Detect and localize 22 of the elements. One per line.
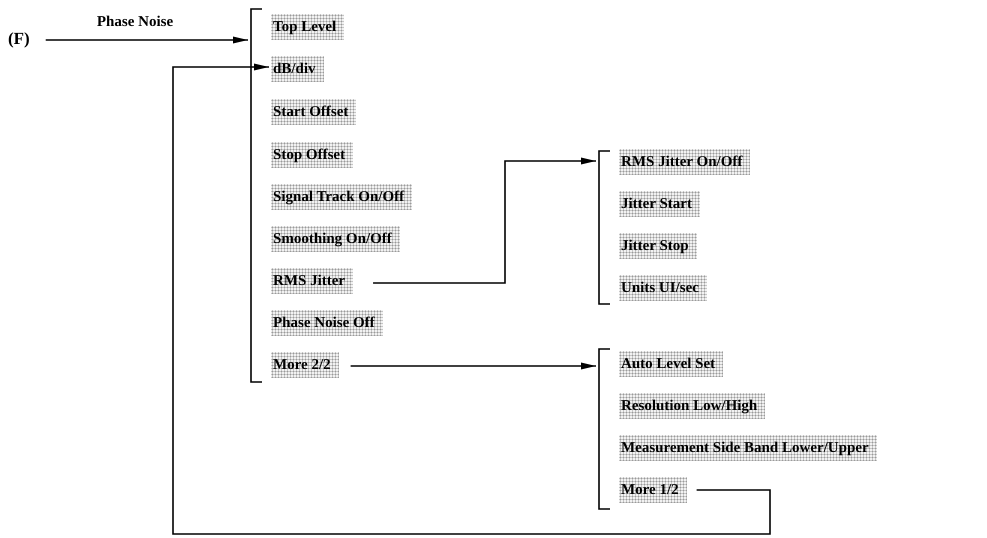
softkey-label: Jitter Stop bbox=[619, 233, 697, 259]
softkey-label: Stop Offset bbox=[271, 142, 354, 168]
softkey-label: Measurement Side Band Lower/Upper bbox=[619, 435, 877, 461]
softkey-label: Smoothing On/Off bbox=[271, 226, 400, 252]
menu-key-label: (F) bbox=[8, 29, 30, 49]
softkey-label: RMS Jitter bbox=[271, 268, 354, 294]
softkey-label: More 2/2 bbox=[271, 352, 339, 378]
arrow bbox=[373, 158, 596, 284]
softkey-label: Resolution Low/High bbox=[619, 393, 766, 419]
arrow bbox=[350, 362, 596, 370]
softkey-label: RMS Jitter On/Off bbox=[619, 149, 750, 175]
softkey-label: Signal Track On/Off bbox=[271, 184, 412, 210]
softkey-label: Phase Noise Off bbox=[271, 310, 383, 336]
arrow bbox=[46, 36, 248, 44]
softkey-label: More 1/2 bbox=[619, 477, 687, 503]
softkey-label: dB/div bbox=[271, 56, 324, 82]
softkey-label: Jitter Start bbox=[619, 191, 700, 217]
softkey-label: Units UI/sec bbox=[619, 275, 707, 301]
softkey-label: Auto Level Set bbox=[619, 351, 724, 377]
softkey-label: Start Offset bbox=[271, 99, 356, 125]
softkey-label: Top Level bbox=[271, 14, 344, 40]
arrow bbox=[172, 64, 771, 535]
